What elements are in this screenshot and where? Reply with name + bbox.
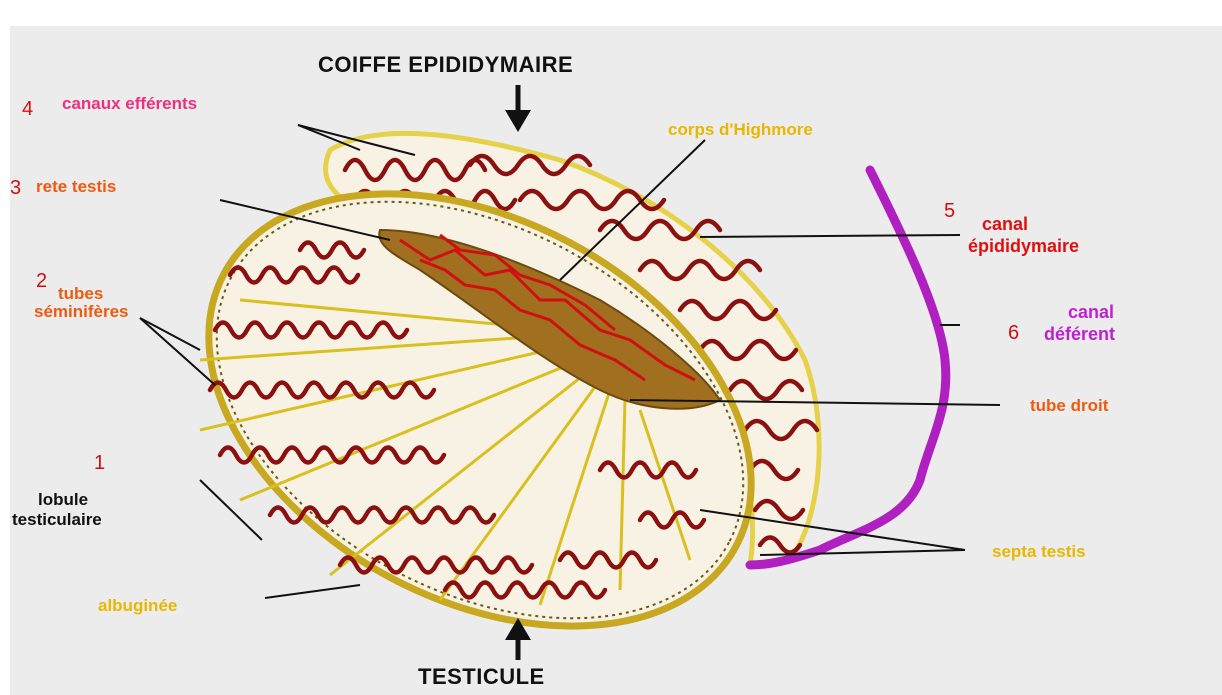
number-1: 1 [94, 452, 105, 475]
lobule-testiculaire-label-1: lobule [38, 490, 88, 510]
arrow-coiffe [505, 85, 531, 132]
corps-highmore-label: corps d'Highmore [668, 120, 813, 140]
canal-epididymaire-label-2: épididymaire [968, 236, 1079, 257]
testicule-label: TESTICULE [418, 664, 545, 689]
canaux-efferents-label: canaux efférents [62, 94, 197, 114]
number-3: 3 [10, 177, 21, 200]
rete-testis-label: rete testis [36, 177, 116, 197]
albuginee-label: albuginée [98, 596, 177, 616]
tube-droit-label: tube droit [1030, 396, 1108, 416]
canal-epididymaire-label-1: canal [982, 214, 1028, 235]
tubes-seminiferes-label-2: séminifères [34, 302, 129, 322]
lobule-testiculaire-label-2: testiculaire [12, 510, 102, 530]
number-6: 6 [1008, 322, 1019, 345]
canal-deferent-label-2: déférent [1044, 324, 1115, 345]
number-2: 2 [36, 270, 47, 293]
coiffe-epididymaire-label: COIFFE EPIDIDYMAIRE [318, 52, 573, 77]
canal-deferent-label-1: canal [1068, 302, 1114, 323]
tubes-seminiferes-label-1: tubes [58, 284, 103, 304]
number-4: 4 [22, 98, 33, 121]
number-5: 5 [944, 200, 955, 223]
septa-testis-label: septa testis [992, 542, 1086, 562]
